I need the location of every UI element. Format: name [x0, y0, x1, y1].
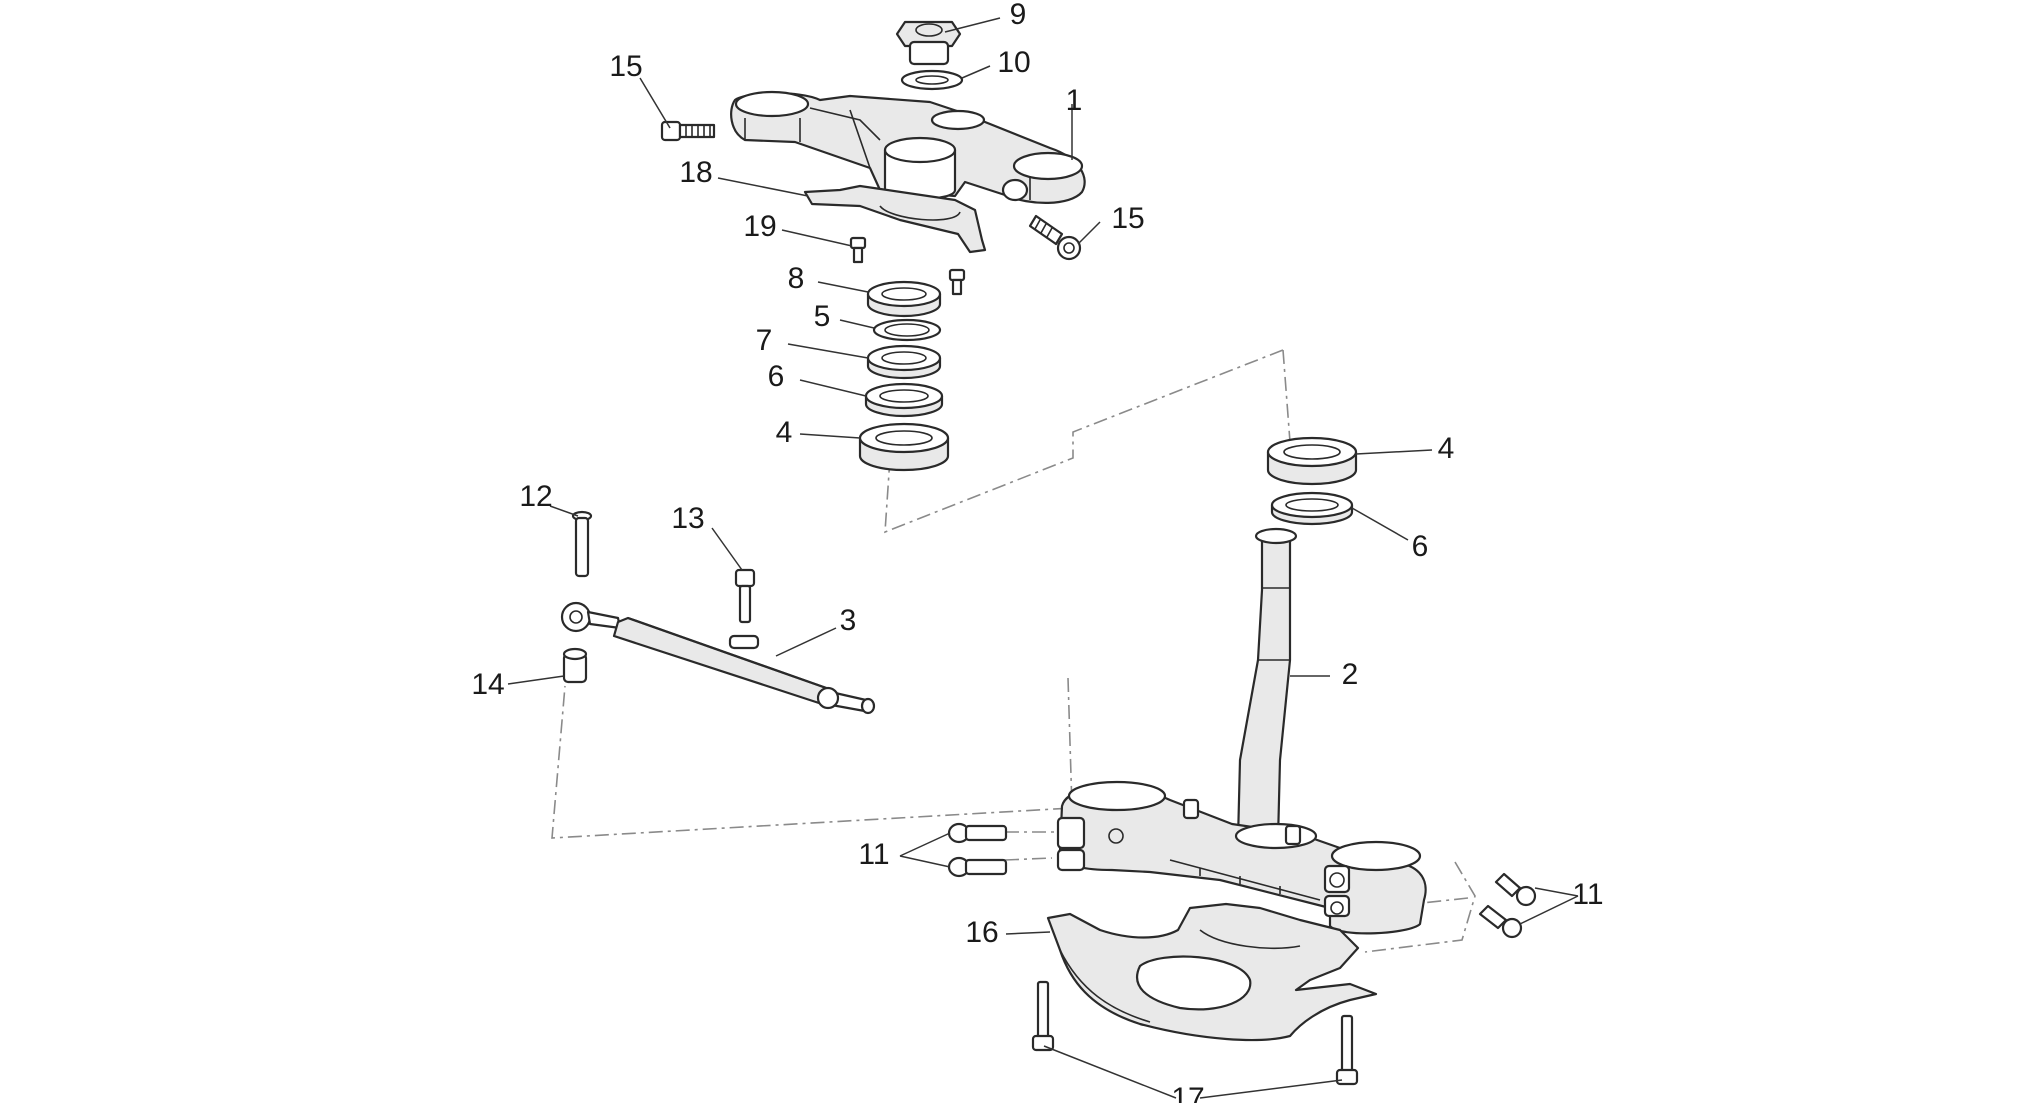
callout-18: 18 — [679, 156, 712, 189]
callout-13: 13 — [671, 502, 704, 535]
part-4-bearing-cup-upper — [858, 422, 950, 472]
callout-16: 16 — [965, 916, 998, 949]
callout-9: 9 — [1010, 0, 1027, 31]
callout-4-right: 4 — [1438, 432, 1455, 465]
callout-15-right: 15 — [1111, 202, 1144, 235]
callout-1: 1 — [1066, 84, 1083, 117]
part-6-bearing-right — [1270, 491, 1354, 526]
part-4-bearing-cup-right — [1266, 436, 1358, 486]
callout-10: 10 — [997, 46, 1030, 79]
part-11-bolts-left — [947, 822, 1008, 878]
callout-15-left: 15 — [609, 50, 642, 83]
part-6-bearing-upper — [864, 382, 944, 418]
part-1-upper-triple-clamp — [730, 90, 1086, 204]
callout-labels: 9 10 1 15 15 18 19 8 5 7 6 4 4 6 12 13 3… — [471, 0, 1603, 1103]
callout-7: 7 — [756, 324, 773, 357]
part-12-pin — [571, 510, 593, 578]
part-9-stem-nut — [895, 20, 962, 66]
part-15-bolt-left — [660, 120, 716, 142]
assembly-lines — [551, 349, 1476, 953]
callout-3: 3 — [840, 604, 857, 637]
callout-12: 12 — [519, 480, 552, 513]
leader-lines — [507, 17, 1579, 1099]
callout-5: 5 — [814, 300, 831, 333]
part-19-screws — [849, 236, 966, 296]
part-7-bearing-race — [866, 344, 942, 380]
part-18-bracket-plate — [803, 184, 987, 254]
part-2-steering-stem — [1236, 527, 1298, 842]
part-2-lower-triple-clamp — [1056, 780, 1427, 935]
callout-2: 2 — [1342, 658, 1359, 691]
part-15-bolt-right — [1028, 214, 1082, 261]
part-10-washer — [900, 69, 964, 91]
callout-11-left: 11 — [858, 838, 889, 871]
callout-11-right: 11 — [1572, 878, 1603, 911]
part-3-steering-damper — [560, 601, 876, 715]
part-8-dust-seal — [866, 280, 942, 318]
callout-6-right: 6 — [1412, 530, 1429, 563]
part-13-bolt — [734, 568, 756, 624]
callout-14: 14 — [471, 668, 504, 701]
callout-6-upper: 6 — [768, 360, 785, 393]
part-14-bushing — [562, 647, 588, 684]
callout-4-upper: 4 — [776, 416, 793, 449]
callout-19: 19 — [743, 210, 776, 243]
part-5-ring — [872, 318, 942, 342]
part-16-lower-shield — [1046, 902, 1378, 1042]
part-17-bolts — [1031, 980, 1359, 1086]
callout-8: 8 — [788, 262, 805, 295]
callout-17: 17 — [1171, 1082, 1204, 1103]
part-11-bolts-right — [1478, 872, 1537, 939]
